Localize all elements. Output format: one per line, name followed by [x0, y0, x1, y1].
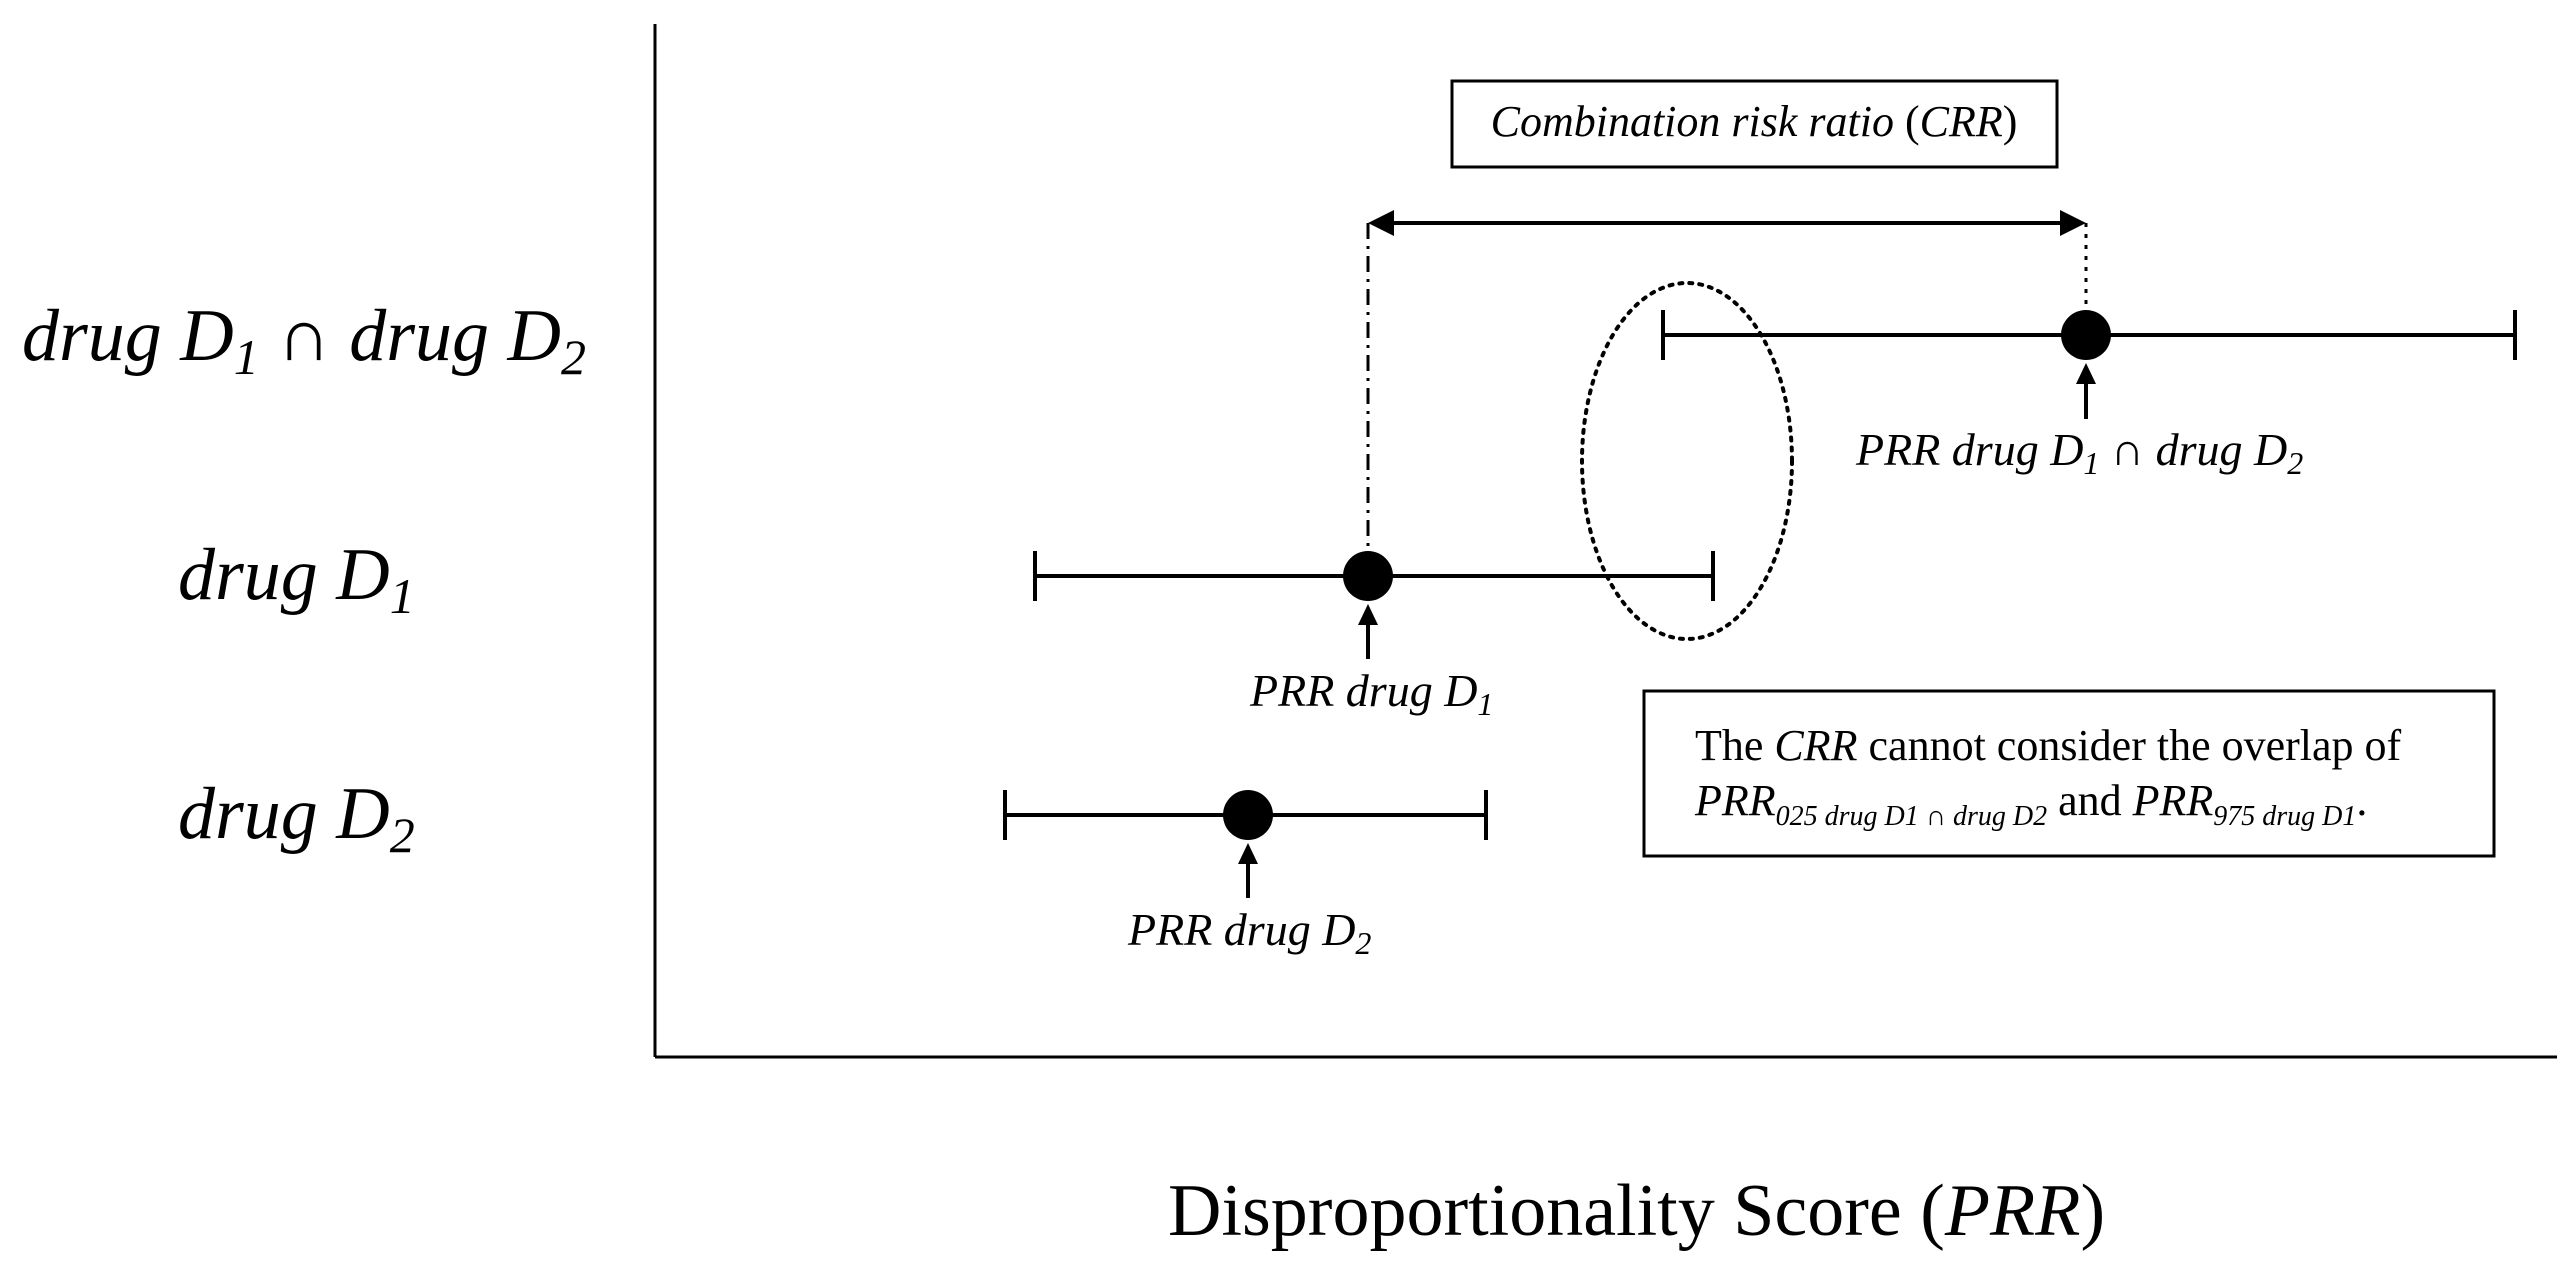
- d2-point-label: PRR drug D2: [1127, 904, 1371, 961]
- combo-point-arrowhead: [2076, 363, 2096, 384]
- row-label-d2: drug D2: [178, 773, 415, 863]
- overlap-ellipse: [1580, 281, 1794, 641]
- crr-box-text: Combination risk ratio (CRR): [1491, 97, 2018, 146]
- note-line-2: PRR025 drug D1 ∩ drug D2 and PRR975 drug…: [1694, 776, 2367, 832]
- row-label-d1: drug D1: [178, 534, 415, 624]
- crr-box: [1450, 79, 2059, 169]
- d1-point: [1343, 551, 1393, 601]
- d2-point: [1223, 790, 1273, 840]
- d1-point-arrowhead: [1358, 604, 1378, 625]
- combo-point-label: PRR drug D1 ∩ drug D2: [1855, 424, 2303, 481]
- note-box: [1642, 689, 2496, 858]
- crr-arrowhead-right: [2060, 210, 2086, 236]
- x-axis-label: Disproportionality Score (PRR): [1168, 1170, 2105, 1252]
- crr-arrowhead-left: [1368, 210, 1394, 236]
- combo-point: [2061, 310, 2111, 360]
- d1-point-label: PRR drug D1: [1249, 665, 1493, 722]
- note-line-1: The CRR cannot consider the overlap of: [1695, 721, 2402, 770]
- d2-point-arrowhead: [1238, 843, 1258, 864]
- row-label-combo: drug D1 ∩ drug D2: [22, 295, 586, 385]
